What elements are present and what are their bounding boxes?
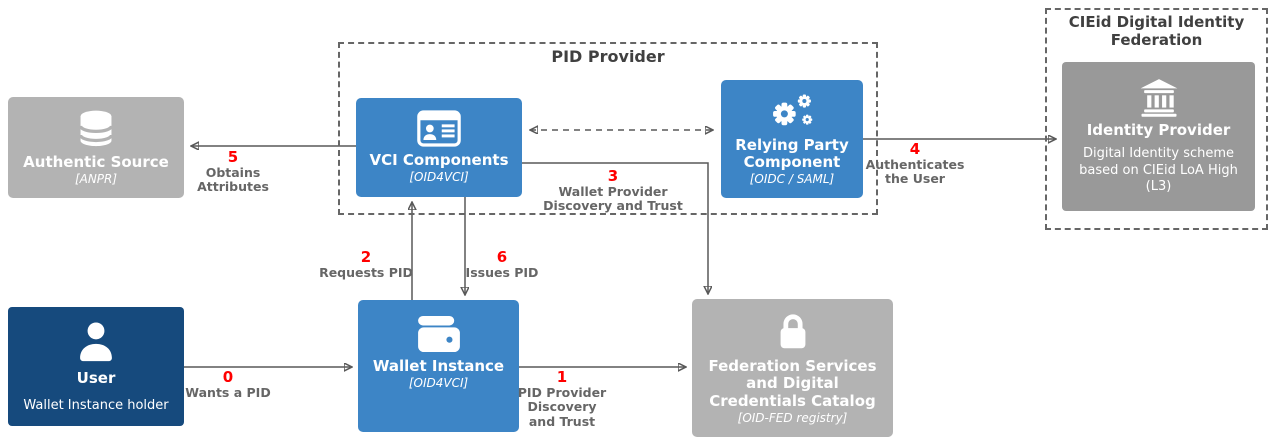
lock-icon xyxy=(773,311,813,353)
edge-3-arrow xyxy=(522,162,708,294)
federation-services-title: Federation Services and Digital Credenti… xyxy=(708,356,877,411)
pid-provider-title: PID Provider xyxy=(551,47,665,66)
federation-services-subtitle: [OID-FED registry] xyxy=(737,410,848,425)
relying-party-subtitle: [OIDC / SAML] xyxy=(749,171,835,186)
vci-components-title: VCI Components xyxy=(369,151,509,170)
wallet-instance-title: Wallet Instance xyxy=(372,357,505,376)
user-node: User Wallet Instance holder xyxy=(8,307,184,426)
federation-services-node: Federation Services and Digital Credenti… xyxy=(692,299,893,437)
cieid-federation-title: CIEid Digital Identity Federation xyxy=(1068,13,1245,49)
relying-party-title: Relying Party Component xyxy=(735,135,849,172)
pid-provider-container: PID Provider xyxy=(338,42,878,215)
user-title: User xyxy=(76,369,116,388)
identity-provider-title: Identity Provider xyxy=(1086,120,1231,139)
identity-provider-node: Identity Provider Digital Identity schem… xyxy=(1062,62,1255,211)
relying-party-node: Relying Party Component [OIDC / SAML] xyxy=(721,80,863,198)
cieid-federation-container: CIEid Digital Identity Federation xyxy=(1045,8,1268,230)
wallet-instance-node: Wallet Instance [OID4VCI] xyxy=(358,300,519,432)
vci-components-node: VCI Components [OID4VCI] xyxy=(356,98,522,197)
authentic-source-node: Authentic Source [ANPR] xyxy=(8,97,184,198)
bank-icon xyxy=(1138,78,1180,117)
identity-provider-description: Digital Identity scheme based on CIEid L… xyxy=(1079,146,1238,194)
person-icon xyxy=(73,319,119,365)
gears-icon xyxy=(768,92,816,132)
vci-components-subtitle: [OID4VCI] xyxy=(409,170,469,185)
wallet-instance-subtitle: [OID4VCI] xyxy=(408,376,469,391)
user-subtitle: Wallet Instance holder xyxy=(23,397,169,413)
database-icon xyxy=(73,109,119,149)
id-card-icon xyxy=(417,110,461,148)
wallet-icon xyxy=(417,315,461,353)
authentic-source-title: Authentic Source xyxy=(23,152,169,171)
authentic-source-subtitle: [ANPR] xyxy=(74,171,118,186)
